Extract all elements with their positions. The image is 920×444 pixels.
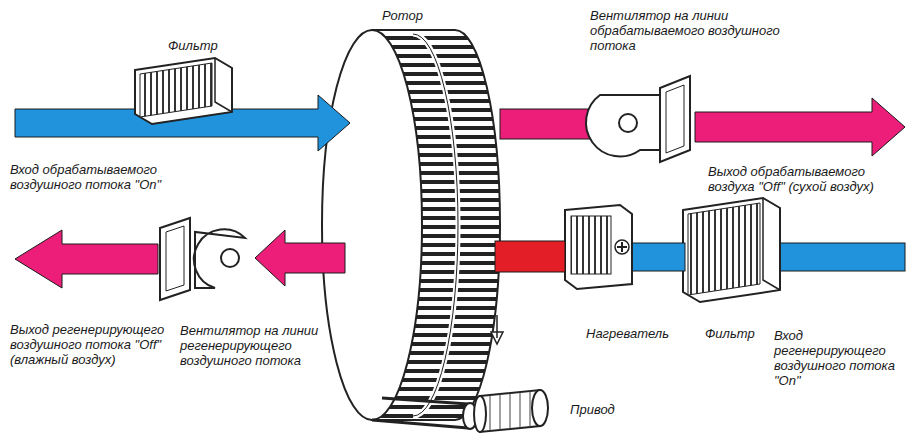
heater [565,205,632,289]
drive [372,390,548,432]
part-label: Вентилятор на линии регенерирующего возд… [180,323,320,368]
fan-process [586,76,690,162]
process-band [500,109,595,139]
process-outlet-arrow [695,98,905,156]
rotation-arrow [491,315,503,344]
regen-band [255,230,345,286]
part-label: Привод [570,402,615,417]
part-label: Выход обрабатываемого воздуха "Off" (сух… [708,164,908,194]
part-label: Выход регенерирующего воздушного потока … [10,322,170,367]
regen-mid-band [630,243,685,271]
rotor-face [322,30,422,420]
part-label: Вход регенерирующего воздушного потока "… [774,328,914,388]
part-label: Фильтр [168,38,218,53]
filter-regen [683,198,780,302]
heated-air-band [495,241,565,272]
part-label: Фильтр [705,326,755,341]
fan-regen [160,218,245,300]
filter-top [135,58,232,124]
regen-outlet-arrow [15,230,158,288]
regen-inlet-band [780,243,905,271]
part-label: Вентилятор на линии обрабатываемого возд… [590,8,810,53]
part-label: Ротор [382,8,423,23]
part-label: Нагреватель [586,326,669,341]
part-label: Вход обрабатываемого воздушного потока "… [10,162,170,192]
